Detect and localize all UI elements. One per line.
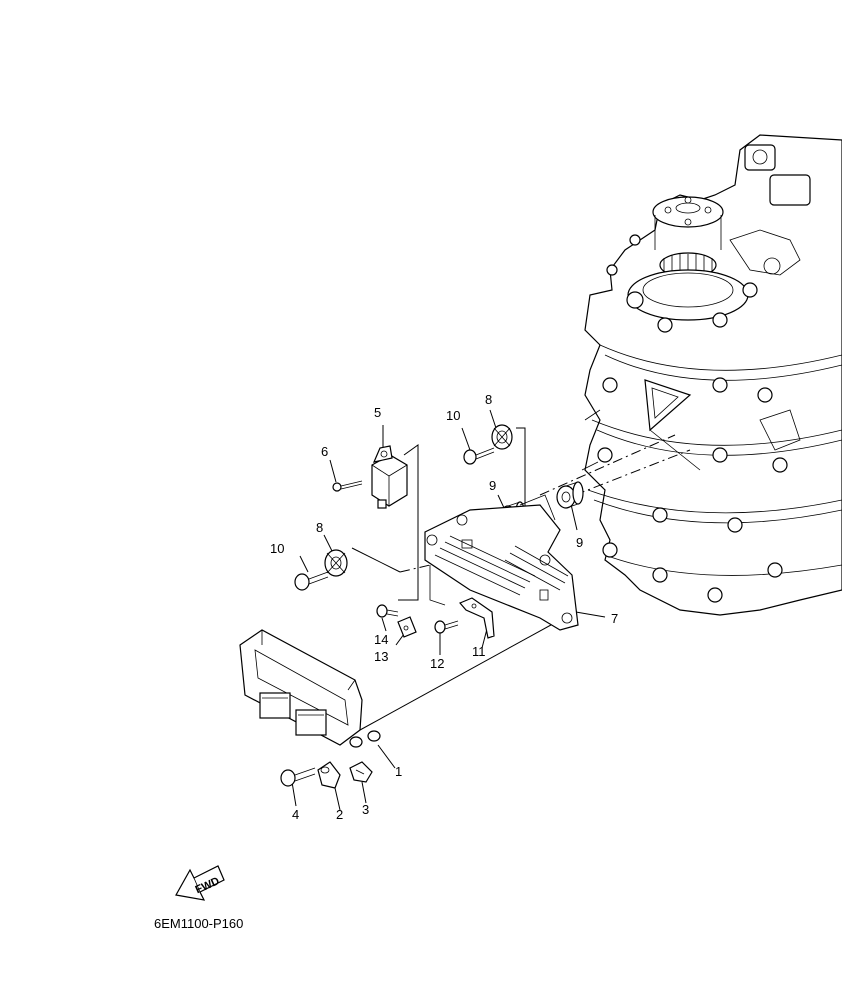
- bolt-part-10-lower: [294, 571, 329, 591]
- callout-10-lower: 10: [270, 541, 284, 556]
- clip-part-13: [397, 616, 417, 638]
- callout-8-lower: 8: [316, 520, 323, 535]
- bolt-part-4: [280, 767, 316, 787]
- clip-part-3: [349, 761, 373, 783]
- alignment-lines: [399, 434, 691, 573]
- callout-3: 3: [362, 802, 369, 817]
- grommet-part-8-upper: [491, 424, 513, 450]
- relay-part-5: [371, 445, 408, 509]
- ecu-part-1: [239, 629, 381, 748]
- screw-part-14: [376, 604, 399, 618]
- collar-part-9-right: [556, 481, 584, 509]
- clamp-part-11: [459, 597, 495, 639]
- callout-12: 12: [430, 656, 444, 671]
- screw-part-6: [332, 480, 363, 492]
- callout-2: 2: [336, 807, 343, 822]
- callout-14: 14: [374, 632, 388, 647]
- callout-9-left: 9: [489, 478, 496, 493]
- grommet-part-2: [317, 761, 341, 789]
- callout-6: 6: [321, 444, 328, 459]
- callout-9-right: 9: [576, 535, 583, 550]
- bracket-part-7: [424, 494, 579, 631]
- callout-11: 11: [472, 644, 486, 659]
- callout-4: 4: [292, 807, 299, 822]
- callout-5: 5: [374, 405, 381, 420]
- grommet-part-8-lower: [324, 549, 348, 577]
- callout-8-upper: 8: [485, 392, 492, 407]
- fwd-arrow-icon: FWD: [175, 865, 225, 901]
- callout-7: 7: [611, 611, 618, 626]
- callout-labels: 5 6 10 8 9 9 7 8 10 14 13 12 11 1 4 2 3: [270, 392, 618, 822]
- engine-block: [581, 134, 842, 616]
- callout-10-upper: 10: [446, 408, 460, 423]
- callout-13: 13: [374, 649, 388, 664]
- bolt-part-10-upper: [463, 447, 495, 465]
- screw-part-12: [434, 620, 459, 634]
- callout-1: 1: [395, 764, 402, 779]
- figure-code: 6EM1100-P160: [154, 916, 243, 931]
